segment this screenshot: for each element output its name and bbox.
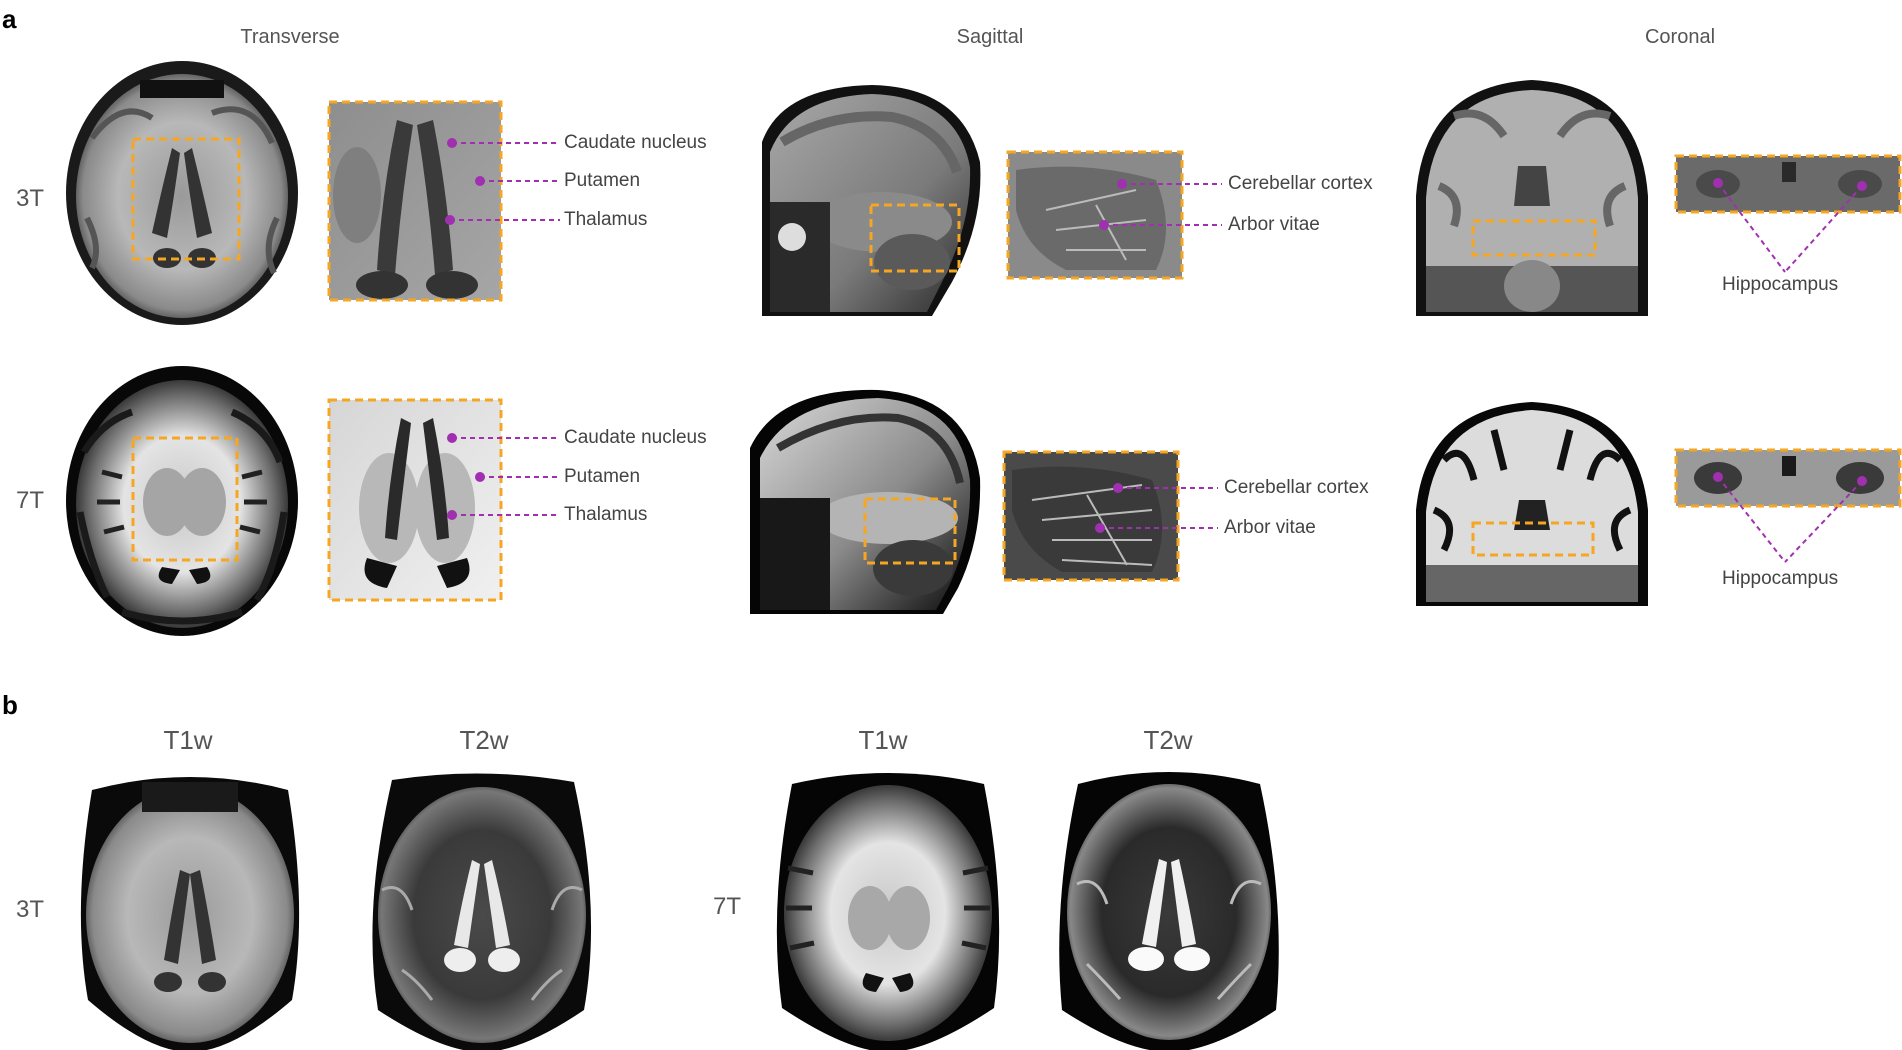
zoom-3t-coronal-image bbox=[1674, 154, 1902, 214]
zoom-3t-sagittal-image bbox=[1006, 150, 1184, 280]
mri-3t-t1w-image bbox=[80, 777, 300, 1050]
label-3t-thalamus: Thalamus bbox=[564, 209, 648, 230]
row-label-b-7t: 7T bbox=[713, 893, 742, 920]
label-7t-hippocampus: Hippocampus bbox=[1722, 568, 1839, 589]
mri-3t-sagittal-image bbox=[762, 85, 981, 316]
view-title-sagittal: Sagittal bbox=[956, 26, 1024, 48]
mri-7t-coronal-image bbox=[1416, 402, 1648, 606]
seq-title-3t-t2w: T2w bbox=[459, 725, 509, 755]
panel-b-letter: b bbox=[2, 690, 18, 720]
zoom-7t-coronal-image bbox=[1674, 448, 1902, 508]
label-7t-caudate-nucleus: Caudate nucleus bbox=[564, 427, 707, 448]
view-title-transverse: Transverse bbox=[240, 26, 340, 48]
row-label-7t: 7T bbox=[16, 487, 45, 514]
label-3t-caudate-nucleus: Caudate nucleus bbox=[564, 132, 707, 153]
zoom-7t-sagittal-image bbox=[1002, 450, 1180, 582]
label-3t-hippocampus: Hippocampus bbox=[1722, 274, 1839, 295]
seq-title-3t-t1w: T1w bbox=[163, 725, 213, 755]
view-title-coronal: Coronal bbox=[1644, 26, 1716, 48]
mri-7t-t2w-image bbox=[1059, 772, 1279, 1050]
label-3t-cerebellar-cortex: Cerebellar cortex bbox=[1228, 173, 1373, 194]
label-7t-arbor-vitae: Arbor vitae bbox=[1224, 517, 1316, 538]
mri-3t-t2w-image bbox=[372, 773, 592, 1050]
label-7t-cerebellar-cortex: Cerebellar cortex bbox=[1224, 477, 1369, 498]
seq-title-7t-t2w: T2w bbox=[1143, 725, 1193, 755]
row-label-3t: 3T bbox=[16, 185, 45, 212]
zoom-box-7t-transverse bbox=[131, 436, 239, 562]
mri-3t-coronal-image bbox=[1416, 80, 1648, 316]
zoom-7t-transverse-image bbox=[327, 398, 503, 602]
row-label-b-3t: 3T bbox=[16, 896, 45, 923]
label-7t-putamen: Putamen bbox=[564, 466, 641, 487]
label-3t-arbor-vitae: Arbor vitae bbox=[1228, 214, 1320, 235]
zoom-3t-transverse-image bbox=[327, 100, 503, 302]
seq-title-7t-t1w: T1w bbox=[858, 725, 908, 755]
label-3t-putamen: Putamen bbox=[564, 170, 641, 191]
mri-3t-transverse-image bbox=[66, 61, 298, 325]
mri-7t-t1w-image bbox=[776, 773, 1000, 1050]
label-7t-thalamus: Thalamus bbox=[564, 504, 648, 525]
zoom-box-7t-coronal bbox=[1471, 521, 1595, 557]
panel-a-letter: a bbox=[2, 4, 17, 34]
zoom-box-3t-transverse bbox=[131, 137, 241, 261]
zoom-box-3t-coronal bbox=[1471, 219, 1597, 257]
zoom-box-3t-sagittal bbox=[869, 203, 961, 273]
mri-7t-transverse-image bbox=[66, 366, 298, 636]
zoom-box-7t-sagittal bbox=[863, 497, 957, 565]
